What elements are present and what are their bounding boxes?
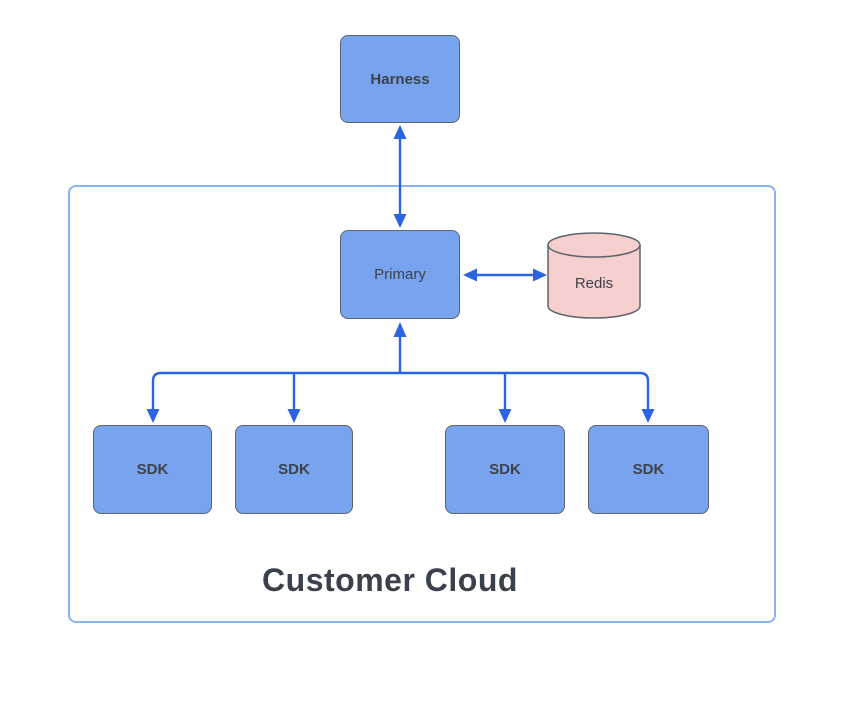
node-primary: Primary	[340, 230, 460, 319]
node-sdk-4: SDK	[588, 425, 709, 514]
node-sdk-1: SDK	[93, 425, 212, 514]
node-primary-label: Primary	[374, 266, 426, 283]
node-harness-label: Harness	[370, 70, 430, 88]
harness-primary-connector	[393, 125, 407, 228]
node-redis-label: Redis	[574, 274, 614, 292]
redis-cylinder-shape	[547, 232, 641, 319]
customer-cloud-container	[68, 185, 776, 623]
node-sdk-4-label: SDK	[632, 461, 665, 478]
node-sdk-1-label: SDK	[136, 461, 169, 478]
node-harness: Harness	[340, 35, 460, 123]
primary-sdk-tree-connector	[146, 322, 655, 423]
node-sdk-3-label: SDK	[489, 461, 521, 478]
primary-redis-connector	[463, 268, 547, 282]
node-sdk-2: SDK	[235, 425, 353, 514]
node-sdk-2-label: SDK	[278, 461, 310, 478]
node-redis: Redis	[548, 263, 640, 303]
node-sdk-3: SDK	[445, 425, 565, 514]
container-title: Customer Cloud	[262, 561, 518, 598]
